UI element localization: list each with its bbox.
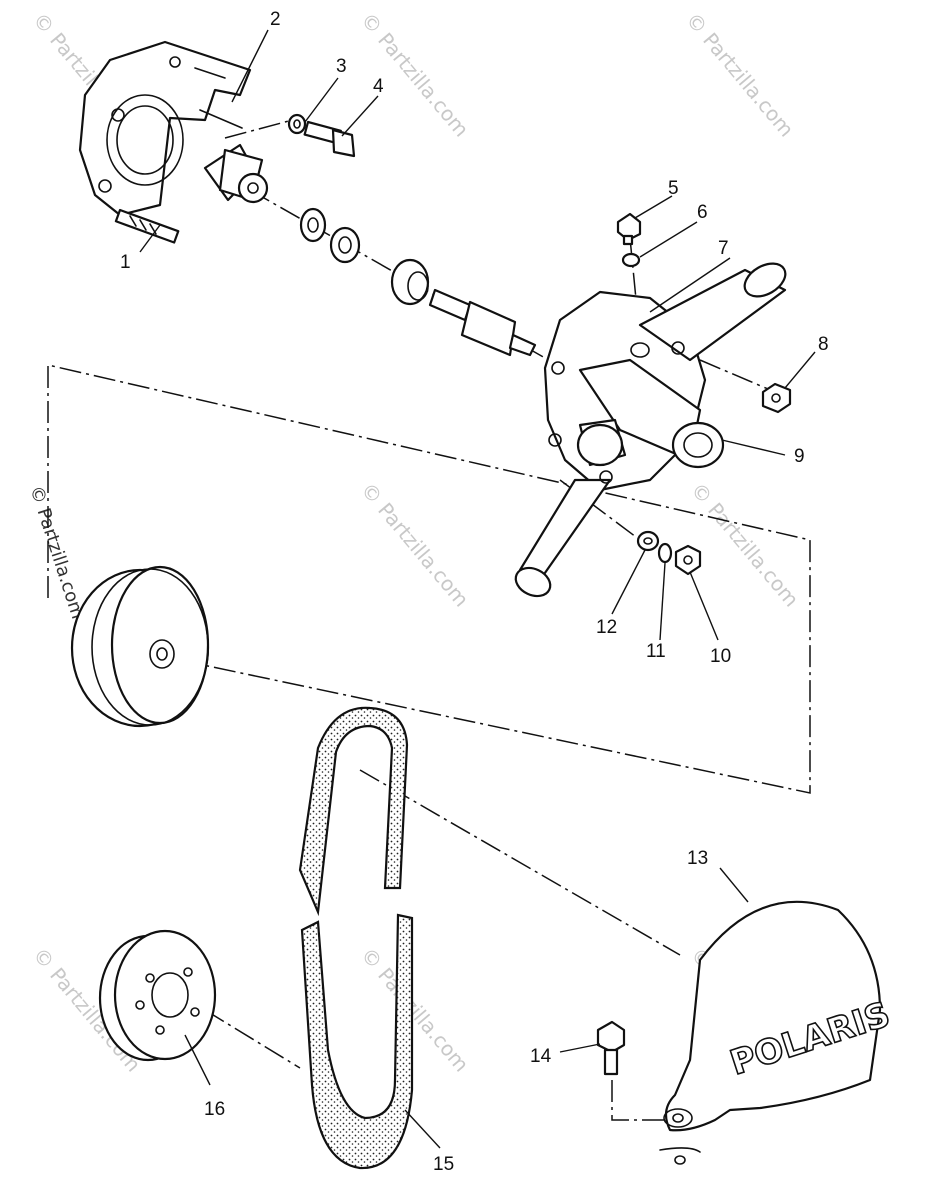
callout-labels: 1 2 3 4 5 6 7 8 9 10 11 12 13 14 15 16 bbox=[120, 9, 829, 1175]
callout-7: 7 bbox=[718, 238, 729, 259]
callout-2: 2 bbox=[270, 9, 281, 30]
washer bbox=[636, 530, 660, 552]
watermark: © Partzilla.com bbox=[686, 478, 804, 612]
callout-10: 10 bbox=[710, 646, 731, 667]
callout-5: 5 bbox=[668, 178, 679, 199]
drive-belt bbox=[298, 706, 414, 1170]
callout-4: 4 bbox=[373, 76, 384, 97]
callout-6: 6 bbox=[697, 202, 708, 223]
callout-3: 3 bbox=[336, 56, 347, 77]
belt-cover: POLARIS bbox=[659, 900, 896, 1165]
drive-pulley bbox=[98, 929, 217, 1062]
screw bbox=[616, 212, 642, 246]
seal bbox=[329, 226, 361, 264]
water-pump-cover bbox=[78, 40, 252, 217]
watermark: © Partzilla.com bbox=[356, 943, 474, 1077]
callout-16: 16 bbox=[204, 1099, 225, 1120]
bolt bbox=[596, 1020, 626, 1076]
pump-pulley bbox=[70, 565, 210, 728]
lock-washer bbox=[657, 542, 673, 564]
watermark: © Partzilla.com bbox=[356, 8, 474, 142]
callout-15: 15 bbox=[433, 1154, 454, 1175]
impeller bbox=[203, 143, 269, 204]
bolt bbox=[303, 120, 356, 158]
callout-12: 12 bbox=[596, 617, 617, 638]
callout-9: 9 bbox=[794, 446, 805, 467]
callout-1: 1 bbox=[120, 252, 131, 273]
stud bbox=[114, 208, 180, 244]
nut bbox=[674, 544, 702, 576]
washer bbox=[621, 252, 641, 268]
watermark: © Partzilla.com bbox=[356, 478, 474, 612]
side-watermark: © Partzilla.com bbox=[25, 483, 88, 622]
washer bbox=[287, 113, 307, 135]
pump-shaft bbox=[428, 288, 537, 357]
watermark: © Partzilla.com bbox=[681, 8, 799, 142]
seal bbox=[299, 207, 327, 243]
callout-11: 11 bbox=[646, 641, 666, 662]
callout-13: 13 bbox=[687, 848, 708, 869]
leader-lines bbox=[139, 29, 816, 1149]
nut bbox=[761, 382, 792, 414]
callout-8: 8 bbox=[818, 334, 829, 355]
bearing bbox=[390, 258, 430, 306]
callout-14: 14 bbox=[530, 1046, 552, 1067]
pump-housing bbox=[514, 262, 787, 598]
